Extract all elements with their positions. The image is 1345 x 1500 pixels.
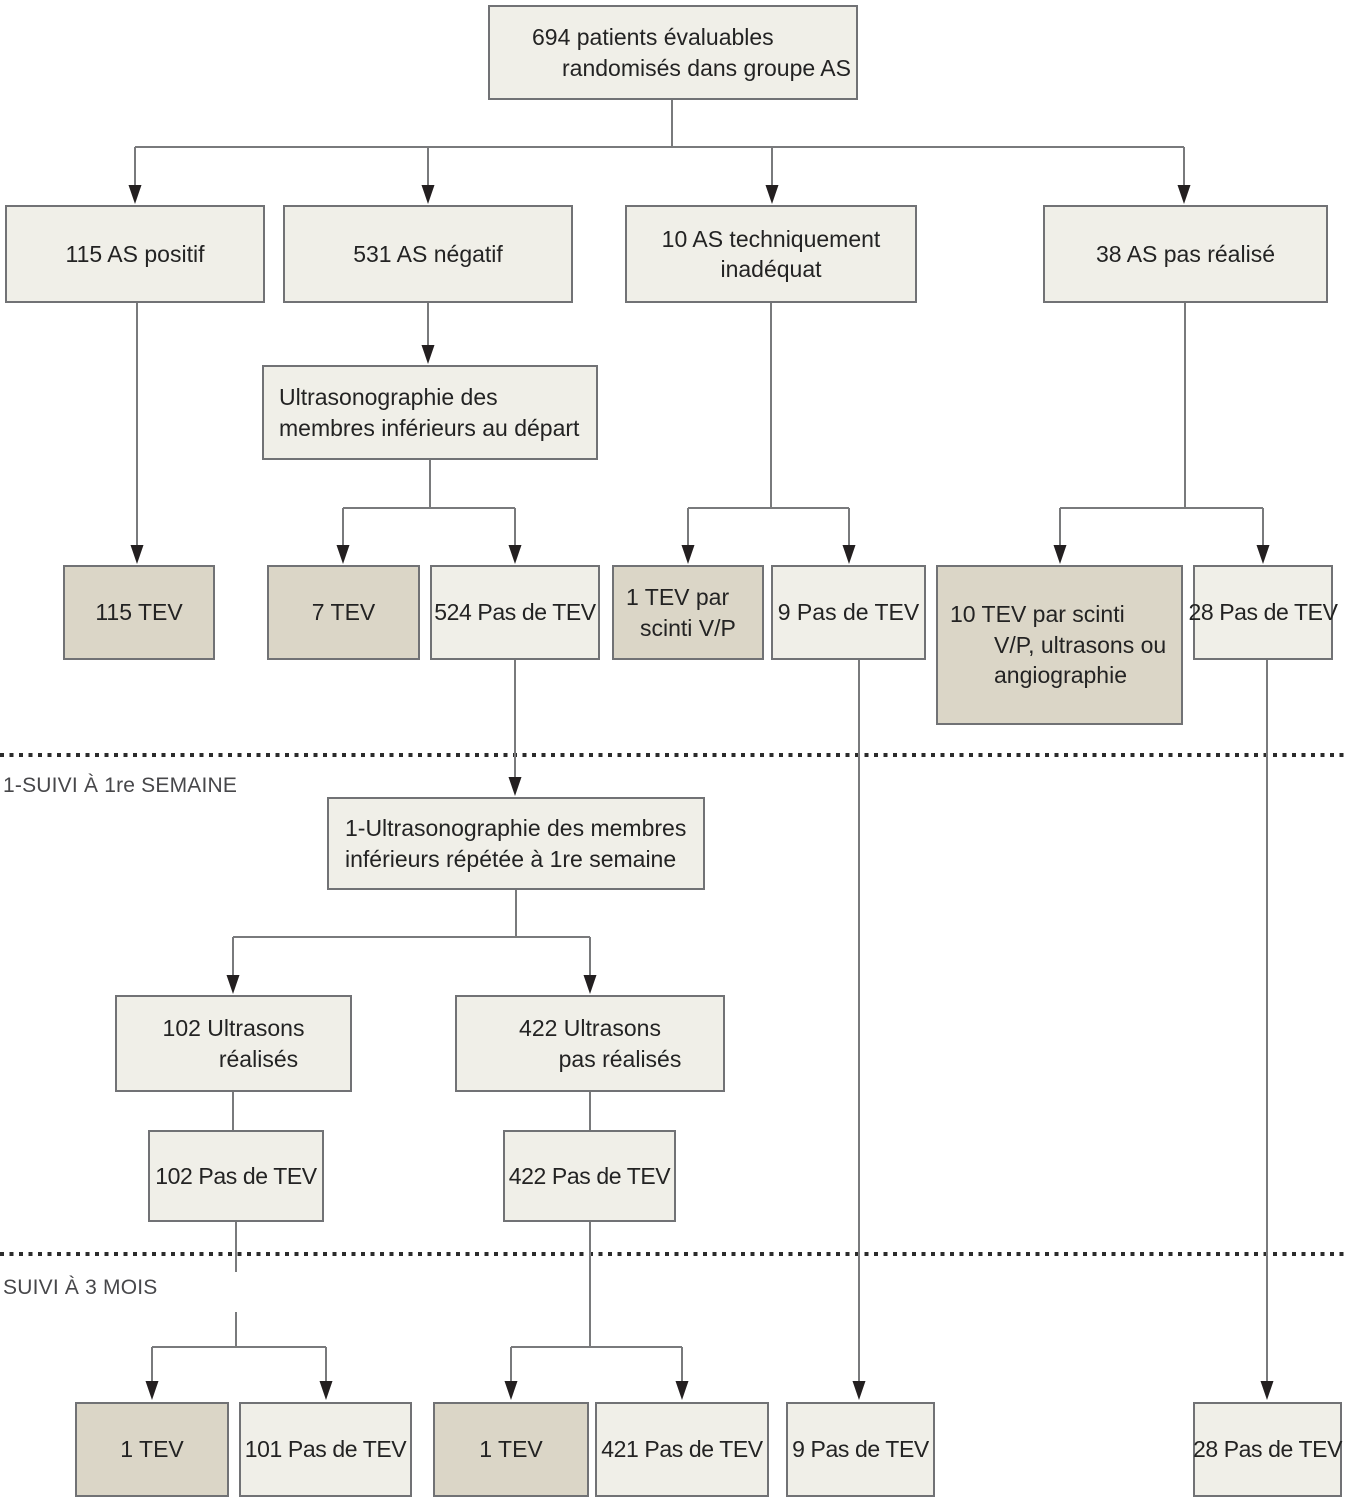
arrowhead [842,545,856,564]
arrowhead [1256,545,1270,564]
node-ultrasons-pas-realises-422: 422 Ultrasons pas réalisés [455,995,725,1092]
node-text-line: randomisés dans groupe AS [562,54,851,81]
node-text-line: 694 patients évaluables [532,24,774,51]
node-text-line: réalisés [218,1045,299,1072]
node-text-line: inadéquat [720,256,822,282]
arrowhead [145,1381,159,1400]
arrowhead [128,185,142,204]
node-text-line: 28 Pas de TEV [1188,599,1338,626]
node-as-negatif: 531 AS négatif [283,205,573,303]
node-pas-de-tev-524: 524 Pas de TEV [430,565,600,660]
section-label-week1: 1-SUIVI À 1re SEMAINE [3,774,238,797]
node-tev-7: 7 TEV [267,565,420,660]
node-text-line: 10 AS techniquement [661,225,881,252]
node-text-line: 102 Ultrasons [162,1015,305,1042]
node-text-line: 531 AS négatif [353,240,503,267]
arrowhead [765,185,779,204]
node-text-line: 38 AS pas réalisé [1095,240,1275,267]
node-text-line: 102 Pas de TEV [155,1162,317,1189]
arrowhead [226,975,240,994]
node-pas-de-tev-421: 421 Pas de TEV [595,1402,769,1497]
node-pas-de-tev-101: 101 Pas de TEV [239,1402,412,1497]
node-tev-115: 115 TEV [63,565,215,660]
node-pas-de-tev-9-final: 9 Pas de TEV [786,1402,935,1497]
node-pas-de-tev-28-final: 28 Pas de TEV [1193,1402,1342,1497]
node-text-line: 1 TEV [479,1436,543,1463]
connector-path [134,100,1268,1383]
node-text-line: 9 Pas de TEV [792,1436,929,1463]
node-text-line: 9 Pas de TEV [777,599,920,626]
node-tev-1-suivi-3mois: 1 TEV [433,1402,589,1497]
arrowhead [1177,185,1191,204]
node-ultrasons-realises-102: 102 Ultrasons réalisés [115,995,352,1092]
node-text-line: pas réalisés [558,1045,682,1072]
node-text-line: 28 Pas de TEV [1192,1436,1343,1463]
arrowhead [675,1381,689,1400]
node-text-line: 524 Pas de TEV [434,599,596,626]
node-text-line: 101 Pas de TEV [244,1436,407,1463]
node-text-line: 421 Pas de TEV [601,1436,763,1463]
node-text-line: V/P, ultrasons ou [994,631,1167,658]
arrowhead [319,1381,333,1400]
arrowhead [508,777,522,796]
node-as-positif: 115 AS positif [5,205,265,303]
node-text-line: 7 TEV [311,599,376,626]
dotted-separator-month3 [0,1252,1345,1256]
node-as-pas-realise: 38 AS pas réalisé [1043,205,1328,303]
dotted-separator-week1 [0,753,1345,757]
node-text-line: Ultrasonographie des [279,384,498,411]
node-text-line: 1-Ultrasonographie des membres [345,815,687,842]
node-tev-1-scinti: 1 TEV par scinti V/P [612,565,764,660]
node-ultrasonographie-depart: Ultrasonographie des membres inférieurs … [262,365,598,460]
section-label-month3: SUIVI À 3 MOIS [3,1276,158,1299]
arrowhead [1053,545,1067,564]
node-text-line: angiographie [994,662,1128,689]
node-text-line: scinti V/P [640,614,736,641]
arrowhead [421,345,435,364]
node-pas-de-tev-102: 102 Pas de TEV [148,1130,324,1222]
node-pas-de-tev-9: 9 Pas de TEV [771,565,926,660]
arrowhead [504,1381,518,1400]
arrowhead [421,185,435,204]
node-text-line: 1 TEV [120,1436,184,1463]
arrowhead [130,545,144,564]
node-tev-10-scinti-ultrasons-angio: 10 TEV par scinti V/P, ultrasons ou angi… [936,565,1183,725]
node-ultrasonographie-repetee-semaine1: 1-Ultrasonographie des membres inférieur… [327,797,705,890]
node-text-line: 10 TEV par scinti [950,601,1125,628]
node-text-line: 422 Ultrasons [519,1015,661,1042]
node-pas-de-tev-422: 422 Pas de TEV [503,1130,676,1222]
arrowhead [336,545,350,564]
arrowhead [681,545,695,564]
node-tev-1-suivi-semaine: 1 TEV [75,1402,229,1497]
arrowhead [583,975,597,994]
node-as-techniquement-inadequat: 10 AS techniquement inadéquat [625,205,917,303]
node-pas-de-tev-28: 28 Pas de TEV [1188,565,1338,660]
node-text-line: inférieurs répétée à 1re semaine [345,845,677,872]
node-text-line: membres inférieurs au départ [279,414,580,441]
arrowhead [1260,1381,1274,1400]
node-text-line: 115 AS positif [65,240,205,267]
arrowhead [852,1381,866,1400]
arrowheads [128,185,1274,1400]
node-patients-randomises: 694 patients évaluables randomisés dans … [488,5,858,100]
node-text-line: 115 TEV [95,599,183,626]
node-text-line: 422 Pas de TEV [508,1162,671,1189]
arrowhead [508,545,522,564]
node-text-line: 1 TEV par [626,584,730,611]
